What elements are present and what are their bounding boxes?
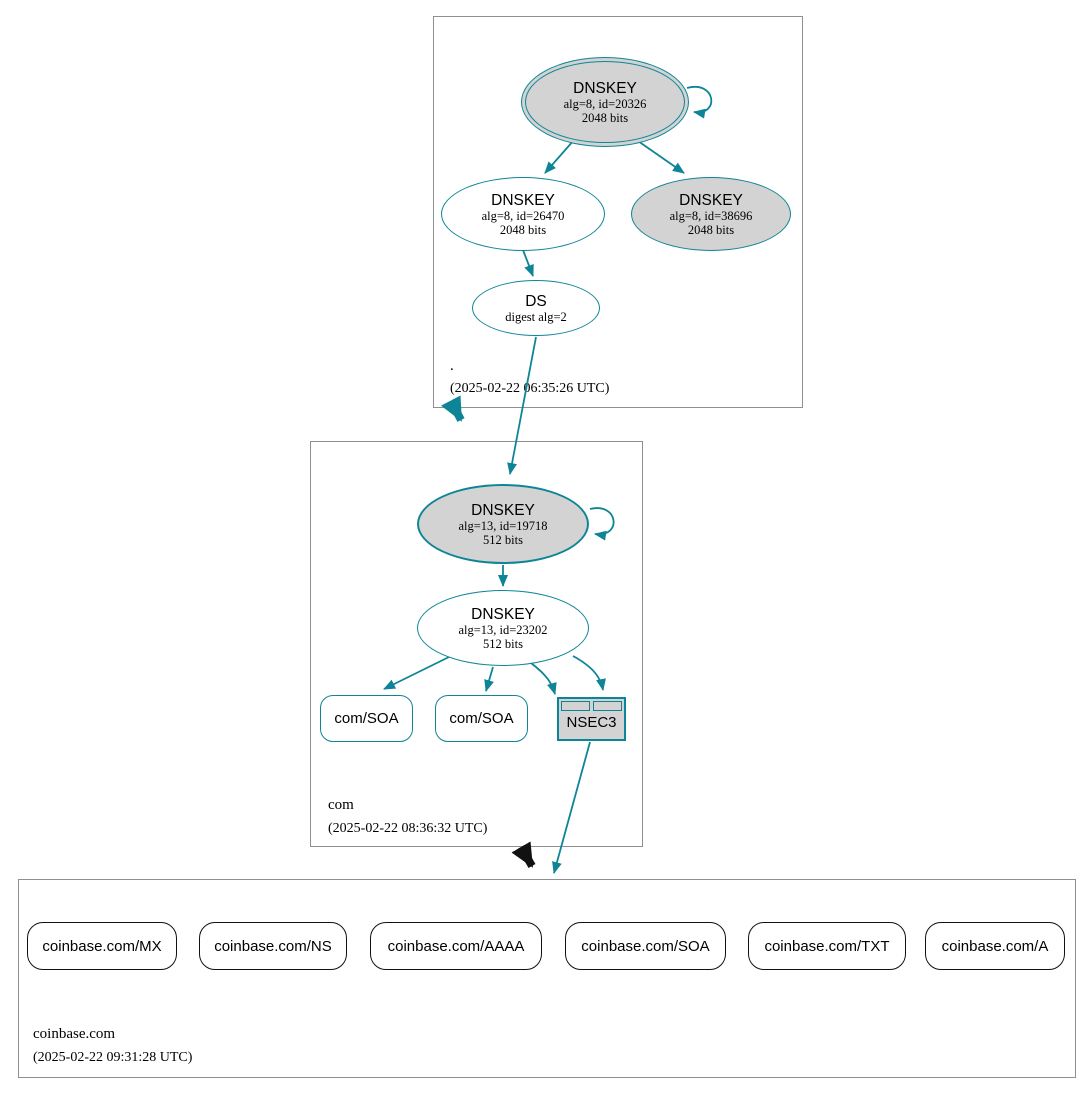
zone-timestamp-com: (2025-02-22 08:36:32 UTC)	[328, 821, 488, 836]
zone-timestamp-root: (2025-02-22 06:35:26 UTC)	[450, 381, 610, 396]
node-detail: alg=13, id=23202	[458, 622, 548, 637]
rrset-label: coinbase.com/AAAA	[387, 937, 525, 955]
node-title: DNSKEY	[471, 501, 535, 519]
nsec3-cell	[561, 701, 590, 711]
rrset-label: coinbase.com/MX	[42, 937, 162, 955]
node-com-zsk-dnskey[interactable]: DNSKEY alg=13, id=23202 512 bits	[417, 590, 589, 666]
node-com-soa-1[interactable]: com/SOA	[320, 695, 413, 742]
rrset-label: coinbase.com/A	[941, 937, 1049, 955]
node-bits: 512 bits	[483, 532, 523, 547]
node-title: DNSKEY	[471, 605, 535, 623]
node-root-key2-dnskey[interactable]: DNSKEY alg=8, id=38696 2048 bits	[631, 177, 791, 251]
node-detail: digest alg=2	[505, 309, 567, 324]
zone-label-root: .	[450, 358, 454, 374]
node-title: DNSKEY	[573, 79, 637, 97]
node-coinbase-ns[interactable]: coinbase.com/NS	[199, 922, 347, 970]
node-title: DNSKEY	[491, 191, 555, 209]
zone-box-root	[433, 16, 803, 408]
rrset-label: coinbase.com/SOA	[581, 937, 710, 955]
node-bits: 512 bits	[483, 636, 523, 651]
node-bits: 2048 bits	[581, 110, 629, 125]
rrset-label: com/SOA	[334, 710, 399, 727]
zone-label-com: com	[328, 797, 354, 813]
node-detail: alg=13, id=19718	[458, 518, 548, 533]
node-root-ksk-dnskey[interactable]: DNSKEY alg=8, id=20326 2048 bits	[521, 57, 689, 147]
node-coinbase-a[interactable]: coinbase.com/A	[925, 922, 1065, 970]
nsec3-cell	[593, 701, 622, 711]
node-bits: 2048 bits	[499, 222, 547, 237]
node-coinbase-soa[interactable]: coinbase.com/SOA	[565, 922, 726, 970]
edge-com-to-coinbase-delegation	[511, 841, 536, 869]
node-coinbase-txt[interactable]: coinbase.com/TXT	[748, 922, 906, 970]
node-com-nsec3[interactable]: NSEC3	[557, 697, 626, 741]
node-root-ds[interactable]: DS digest alg=2	[472, 280, 600, 336]
nsec3-header-cells	[561, 701, 622, 711]
rrset-label: com/SOA	[449, 710, 514, 727]
node-coinbase-aaaa[interactable]: coinbase.com/AAAA	[370, 922, 542, 970]
node-com-soa-2[interactable]: com/SOA	[435, 695, 528, 742]
nsec3-label: NSEC3	[566, 714, 617, 731]
node-title: DS	[525, 292, 547, 310]
zone-box-coinbase	[18, 879, 1076, 1078]
node-bits: 2048 bits	[687, 222, 735, 237]
node-detail: alg=8, id=20326	[563, 96, 647, 111]
zone-label-coinbase: coinbase.com	[33, 1026, 116, 1042]
node-detail: alg=8, id=26470	[481, 208, 565, 223]
zone-box-com	[310, 441, 643, 847]
node-detail: alg=8, id=38696	[669, 208, 753, 223]
rrset-label: coinbase.com/NS	[214, 937, 332, 955]
node-root-zsk-dnskey[interactable]: DNSKEY alg=8, id=26470 2048 bits	[441, 177, 605, 251]
rrset-label: coinbase.com/TXT	[764, 937, 890, 955]
node-coinbase-mx[interactable]: coinbase.com/MX	[27, 922, 177, 970]
node-com-ksk-dnskey[interactable]: DNSKEY alg=13, id=19718 512 bits	[417, 484, 589, 564]
node-title: DNSKEY	[679, 191, 743, 209]
zone-timestamp-coinbase: (2025-02-22 09:31:28 UTC)	[33, 1050, 193, 1065]
